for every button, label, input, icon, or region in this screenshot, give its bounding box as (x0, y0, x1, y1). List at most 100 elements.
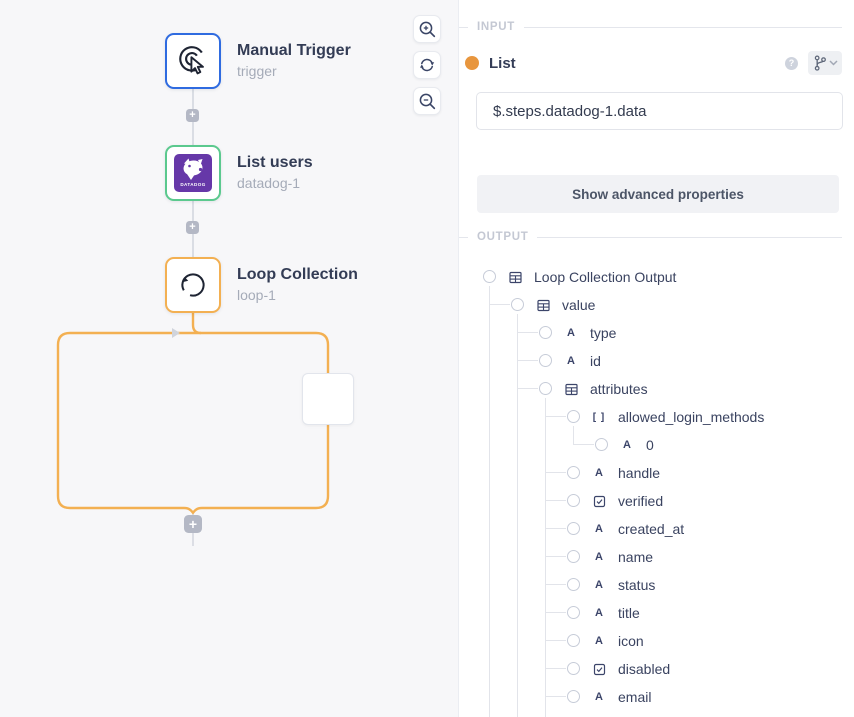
output-section-label: OUTPUT (477, 231, 529, 243)
tree-row[interactable]: verified (459, 487, 854, 515)
tree-node-label: title (618, 605, 640, 621)
string-icon: A (595, 467, 603, 479)
zoom-out-button[interactable] (413, 87, 441, 115)
divider (524, 26, 842, 28)
tree-node-label: id (590, 353, 601, 369)
tree-guide-line (545, 472, 566, 473)
tree-node-radio[interactable] (566, 410, 580, 423)
tree-node-label: verified (618, 493, 664, 509)
tree-row[interactable]: disabled (459, 655, 854, 683)
show-advanced-properties-button[interactable]: Show advanced properties (477, 175, 839, 213)
tree-node-radio[interactable] (482, 270, 496, 283)
divider (459, 26, 468, 28)
tree-node-label: name (618, 549, 654, 565)
tree-node-radio[interactable] (594, 438, 608, 451)
string-icon: A (595, 607, 603, 619)
connector-layer (56, 89, 330, 546)
loop-entry-path (191, 313, 202, 335)
list-value-input[interactable] (476, 92, 843, 130)
empty-node-placeholder[interactable] (302, 373, 354, 425)
tree-guide-line (489, 286, 490, 717)
zoom-in-icon (419, 21, 435, 37)
loop-path (56, 331, 330, 515)
tree-row[interactable]: attributes (459, 375, 854, 403)
tree-guide-line (545, 584, 566, 585)
tree-guide-line (545, 556, 566, 557)
node-manual-trigger[interactable]: Manual Trigger trigger (165, 33, 351, 89)
tree-row[interactable]: value (459, 291, 854, 319)
input-section-header: INPUT (459, 19, 854, 35)
tree-node-radio[interactable] (566, 662, 580, 675)
add-step-in-loop-button[interactable]: + (184, 515, 202, 533)
help-icon[interactable]: ? (785, 56, 798, 70)
tree-guide-line (517, 388, 538, 389)
datadog-logo-text: DATADOG (180, 182, 205, 187)
divider (537, 236, 842, 238)
string-icon: A (567, 355, 575, 367)
node-loop-collection-box[interactable] (165, 257, 221, 313)
node-subtitle: datadog-1 (237, 175, 301, 191)
workflow-canvas[interactable]: Manual Trigger trigger DATADOG (0, 0, 458, 717)
chevron-down-icon (829, 60, 838, 66)
tree-guide-line (545, 500, 566, 501)
tree-node-radio[interactable] (566, 466, 580, 479)
tree-node-label: value (562, 297, 596, 313)
tree-node-label: allowed_login_methods (618, 409, 765, 425)
tree-node-radio[interactable] (566, 494, 580, 507)
divider (459, 236, 468, 238)
datadog-icon: DATADOG (174, 154, 212, 192)
tree-row[interactable]: [ ] allowed_login_methods (459, 403, 854, 431)
node-list-users-box[interactable]: DATADOG (165, 145, 221, 201)
node-manual-trigger-box[interactable] (165, 33, 221, 89)
tree-node-radio[interactable] (538, 382, 552, 395)
tree-row[interactable]: Loop Collection Output (459, 263, 854, 291)
mapping-source-button[interactable] (808, 51, 842, 75)
string-icon: A (595, 579, 603, 591)
add-step-button[interactable]: + (186, 221, 199, 234)
tree-node-radio[interactable] (538, 354, 552, 367)
table-icon (564, 383, 578, 395)
tree-guide-line (545, 640, 566, 641)
input-field-row: List ? (465, 50, 842, 76)
tree-guide-line (517, 360, 538, 361)
tree-node-label: disabled (618, 661, 671, 677)
tree-guide-line (517, 314, 518, 717)
tree-node-label: Loop Collection Output (534, 269, 677, 285)
add-step-button[interactable]: + (186, 109, 199, 122)
tree-node-label: email (618, 689, 652, 705)
tree-node-radio[interactable] (566, 522, 580, 535)
string-icon: A (595, 551, 603, 563)
tree-node-radio[interactable] (566, 634, 580, 647)
refresh-icon (420, 58, 435, 72)
tree-guide-line (545, 668, 566, 669)
tree-guide-line (545, 398, 546, 717)
tree-guide-line (545, 416, 566, 417)
tree-node-radio[interactable] (566, 578, 580, 591)
tree-guide-line (545, 696, 566, 697)
tree-node-radio[interactable] (566, 690, 580, 703)
node-loop-collection[interactable]: Loop Collection loop-1 (165, 257, 358, 313)
tree-node-radio[interactable] (538, 326, 552, 339)
node-title: Loop Collection (237, 266, 358, 283)
zoom-in-button[interactable] (413, 15, 441, 43)
node-list-users[interactable]: DATADOG List users datadog-1 (165, 145, 313, 201)
tree-node-radio[interactable] (566, 550, 580, 563)
fit-view-button[interactable] (413, 51, 441, 79)
input-field-label: List (489, 54, 516, 72)
tree-node-radio[interactable] (566, 606, 580, 619)
tree-guide-line (517, 332, 538, 333)
array-icon: [ ] (592, 411, 606, 423)
tree-node-radio[interactable] (510, 298, 524, 311)
